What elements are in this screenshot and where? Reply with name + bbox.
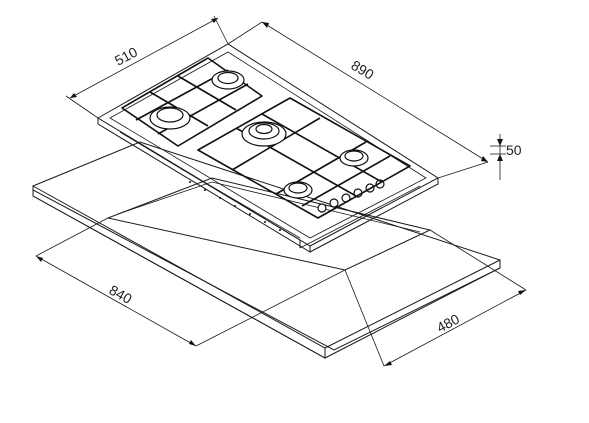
label-hob-height: 50 xyxy=(506,142,522,158)
countertop-slab xyxy=(32,141,501,359)
control-knobs xyxy=(317,179,385,213)
label-hob-width: 890 xyxy=(348,57,376,83)
label-cutout-depth: 480 xyxy=(434,310,462,335)
dimension-lines xyxy=(35,15,527,367)
burner-front-right xyxy=(283,181,313,199)
hob xyxy=(97,43,439,253)
burner-wok-center xyxy=(241,121,287,147)
front-vents xyxy=(189,181,281,231)
burners xyxy=(149,70,369,199)
cutout-opening xyxy=(106,177,432,271)
label-cutout-width: 840 xyxy=(107,282,135,307)
burner-rear-left xyxy=(211,70,245,90)
dimension-labels: 510 890 50 840 480 xyxy=(107,43,522,335)
label-hob-depth: 510 xyxy=(112,43,140,68)
burner-front-left xyxy=(149,106,191,130)
burner-rear-right xyxy=(339,149,369,167)
